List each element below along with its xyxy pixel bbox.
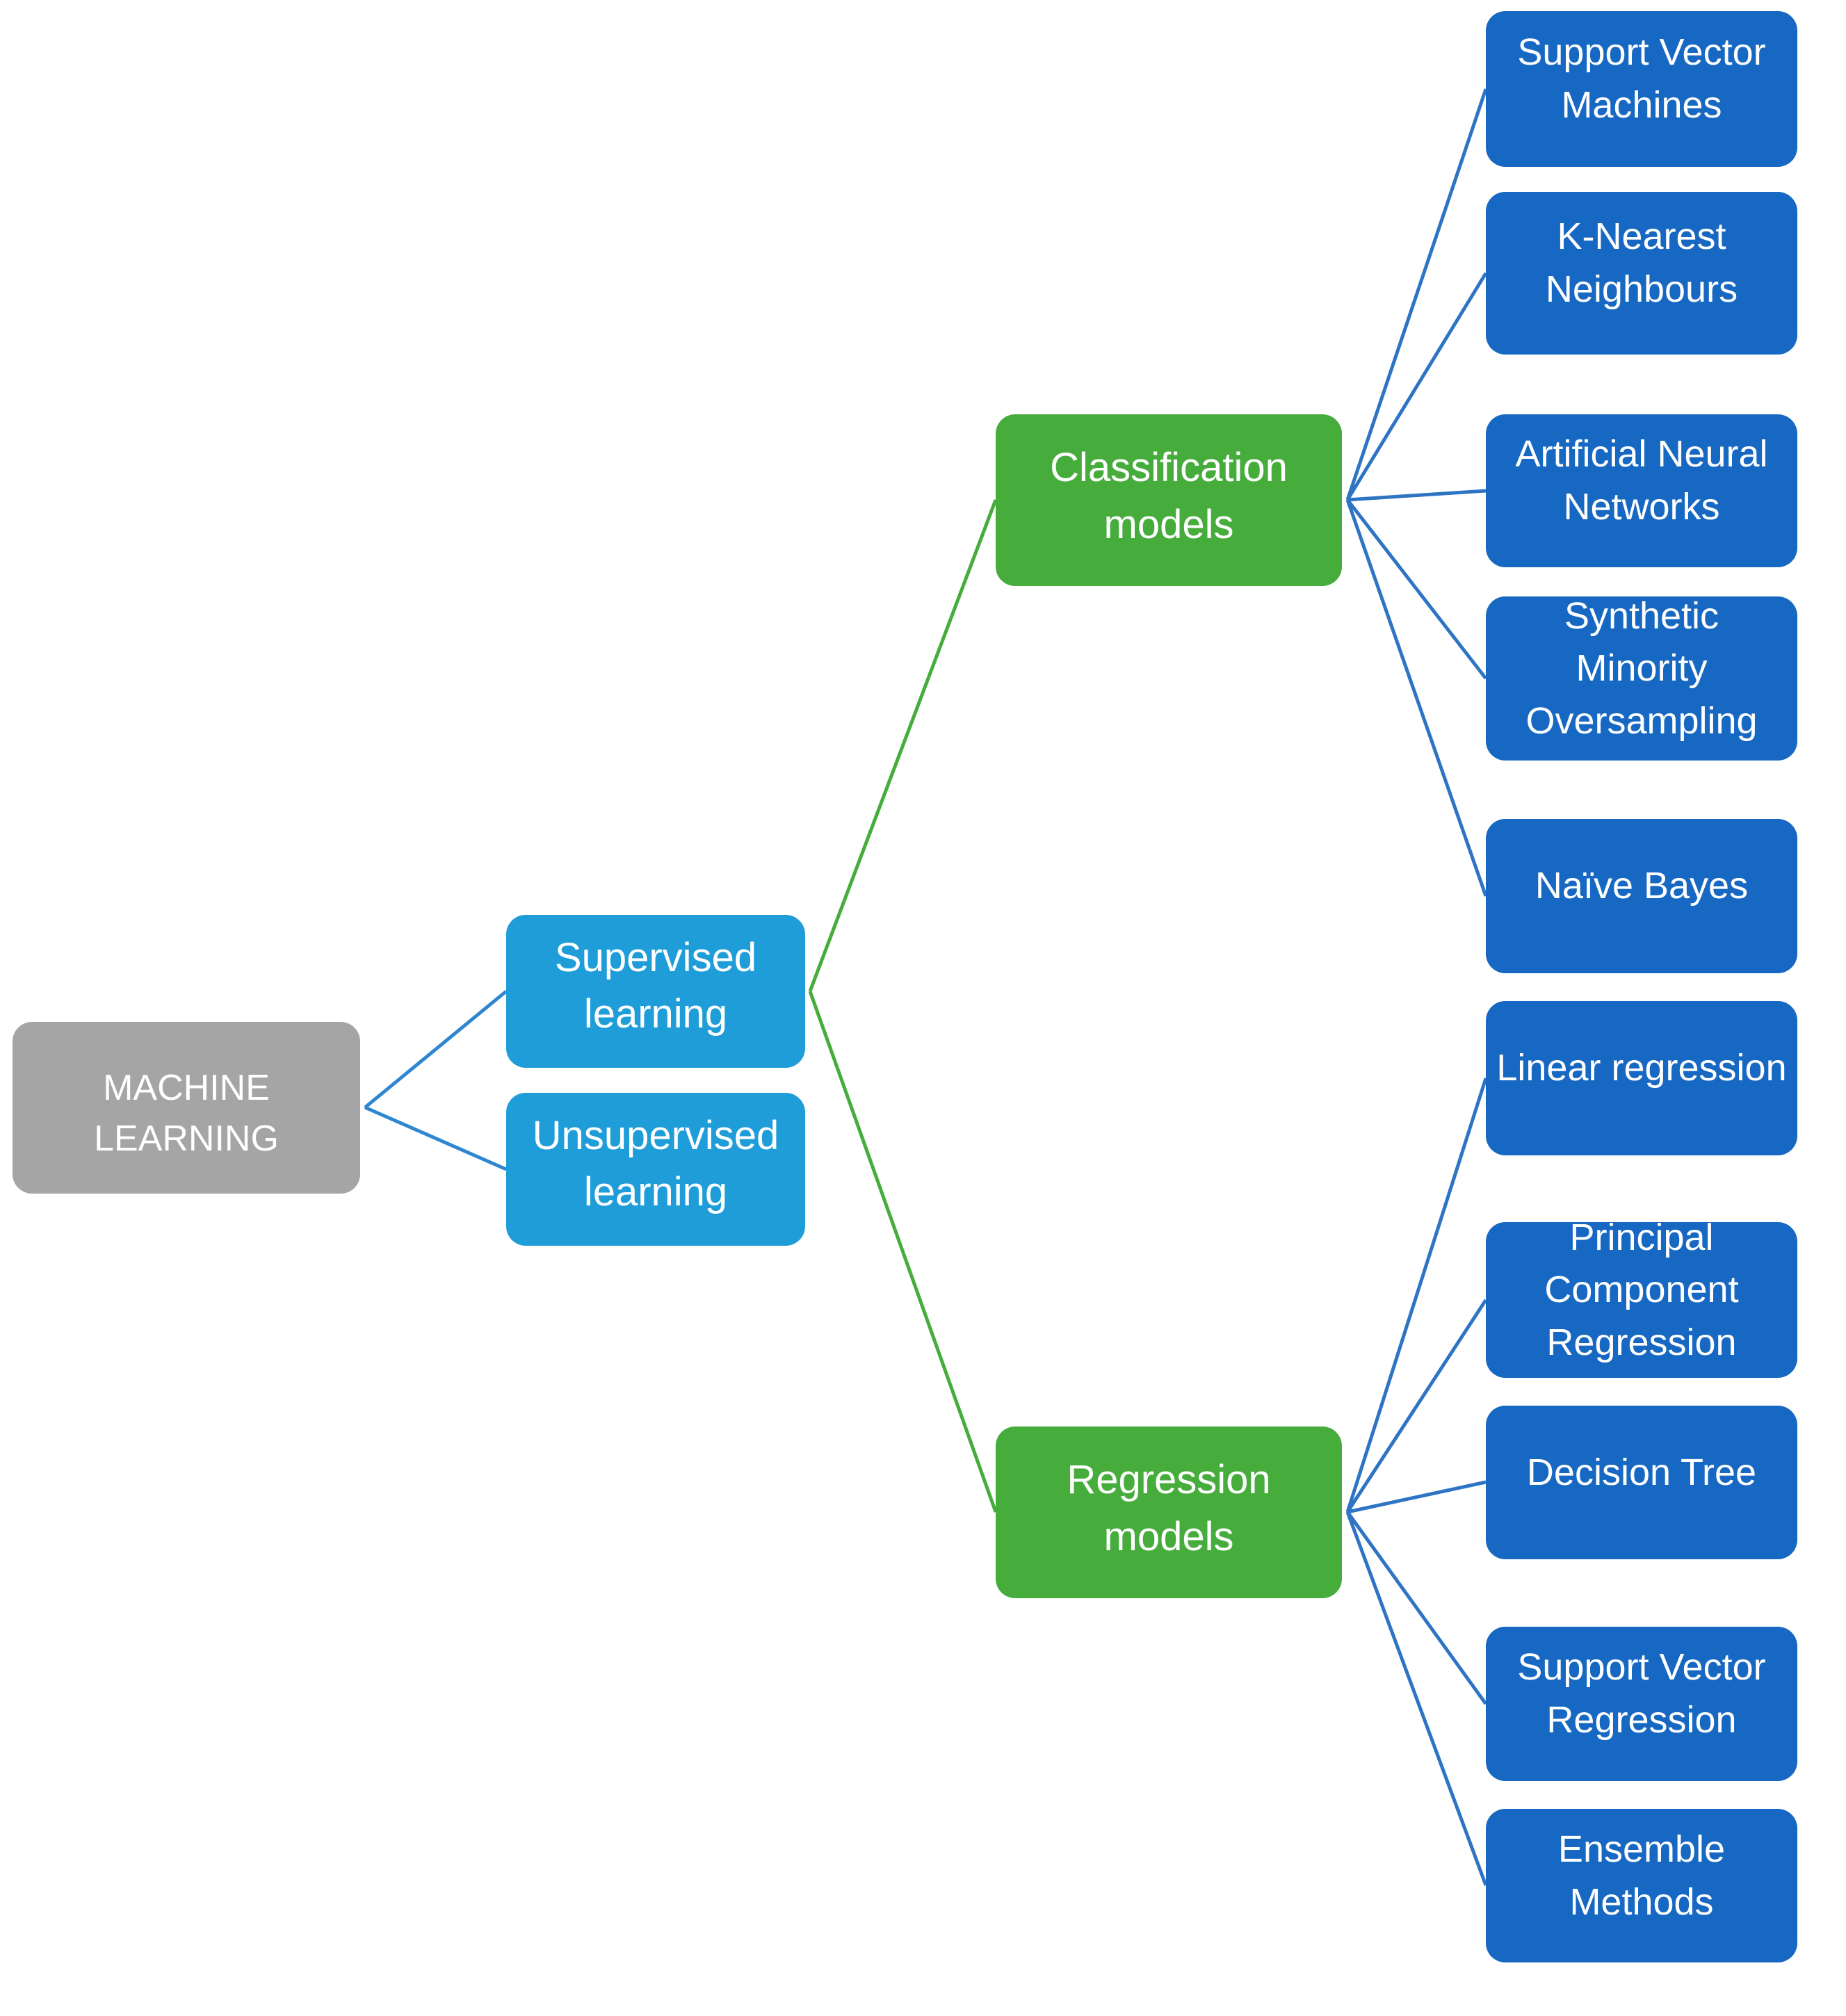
connector-classification-knn	[1345, 272, 1488, 501]
node-artificial-neural-networks-label: Artificial Neural Networks	[1515, 433, 1768, 528]
connector-regression-svr	[1345, 1511, 1488, 1705]
connector-classification-smote	[1346, 498, 1487, 680]
node-ensemble-methods: Ensemble Methods	[1486, 1809, 1797, 1962]
connector-regression-pcr	[1345, 1299, 1488, 1513]
node-machine-learning: MACHINE LEARNING	[13, 1022, 360, 1194]
connector-classification-svm	[1345, 88, 1488, 501]
connector-regression-linear	[1345, 1078, 1488, 1513]
node-artificial-neural-networks: Artificial Neural Networks	[1486, 414, 1797, 567]
node-regression-models-label: Regression models	[1067, 1457, 1271, 1559]
node-synthetic-minority-oversampling: Synthetic Minority Oversampling	[1486, 595, 1797, 761]
node-classification-models-label: Classification models	[1050, 445, 1288, 547]
connector-supervised-classification	[808, 499, 998, 992]
node-regression-models: Regression models	[996, 1426, 1342, 1598]
node-naive-bayes-label: Naïve Bayes	[1535, 865, 1749, 907]
node-decision-tree: Decision Tree	[1486, 1406, 1797, 1559]
node-linear-regression-label: Linear regression	[1496, 1047, 1787, 1089]
node-supervised-learning: Supervised learning	[506, 915, 805, 1068]
node-principal-component-regression: Principal Component Regression	[1486, 1217, 1797, 1378]
node-classification-models: Classification models	[996, 414, 1342, 586]
node-support-vector-regression-label: Support Vector Regression	[1517, 1646, 1766, 1741]
connector-supervised-regression	[808, 991, 998, 1513]
node-unsupervised-learning-label: Unsupervised learning	[532, 1112, 779, 1214]
node-linear-regression: Linear regression	[1486, 1001, 1797, 1155]
connector-root-unsupervised	[364, 1105, 508, 1171]
node-k-nearest-neighbours: K-Nearest Neighbours	[1486, 192, 1797, 355]
node-decision-tree-label: Decision Tree	[1526, 1451, 1757, 1493]
connector-regression-decision-tree	[1347, 1480, 1487, 1514]
connector-classification-naive-bayes	[1345, 499, 1488, 897]
node-k-nearest-neighbours-label: K-Nearest Neighbours	[1545, 216, 1738, 310]
node-support-vector-regression: Support Vector Regression	[1486, 1627, 1797, 1781]
node-machine-learning-label: MACHINE LEARNING	[94, 1067, 279, 1159]
node-principal-component-regression-label: Principal Component Regression	[1544, 1216, 1739, 1363]
connector-classification-ann	[1347, 489, 1487, 502]
connector-regression-ensemble	[1345, 1511, 1488, 1886]
node-synthetic-minority-oversampling-label: Synthetic Minority Oversampling	[1525, 594, 1758, 742]
node-supervised-learning-label: Supervised learning	[554, 934, 757, 1037]
node-support-vector-machines-label: Support Vector Machines	[1517, 31, 1766, 126]
node-support-vector-machines: Support Vector Machines	[1486, 11, 1797, 167]
connector-root-supervised	[364, 990, 508, 1109]
node-naive-bayes: Naïve Bayes	[1486, 819, 1797, 973]
node-unsupervised-learning: Unsupervised learning	[506, 1093, 805, 1246]
node-ensemble-methods-label: Ensemble Methods	[1557, 1828, 1726, 1923]
